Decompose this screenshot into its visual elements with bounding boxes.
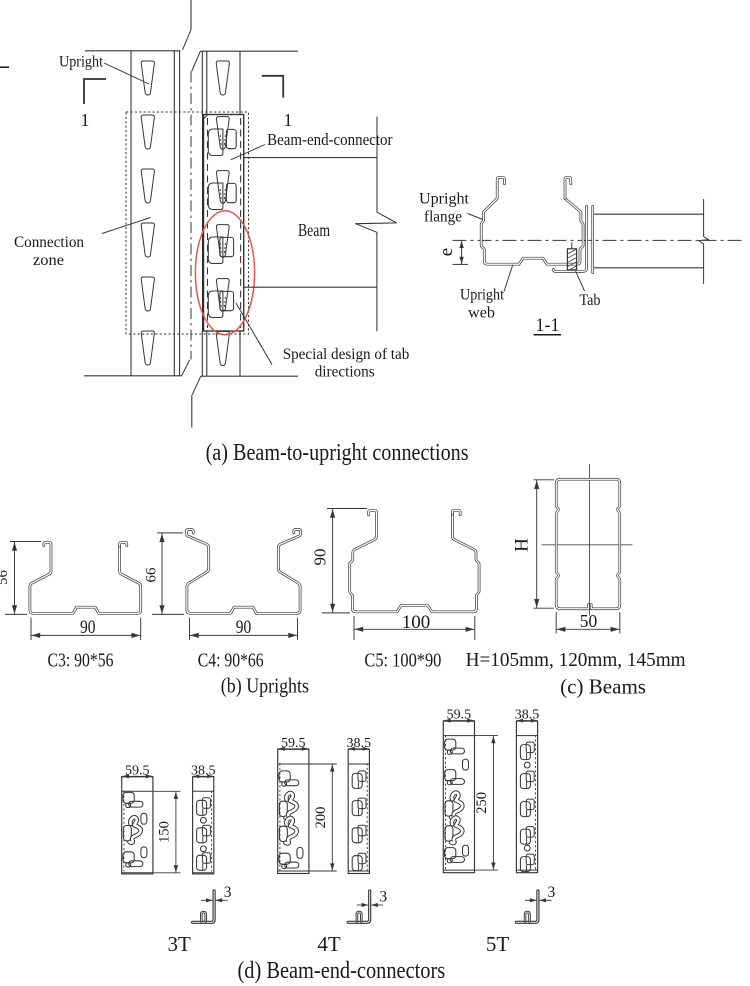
svg-text:56: 56 [0, 570, 11, 586]
svg-text:flange: flange [424, 209, 462, 226]
svg-text:200: 200 [313, 807, 329, 829]
svg-text:zone: zone [33, 252, 64, 269]
svg-text:directions: directions [315, 364, 375, 381]
svg-text:(c) Beams: (c) Beams [560, 675, 646, 699]
svg-text:C3: 90*56: C3: 90*56 [48, 651, 114, 672]
svg-text:38.5: 38.5 [191, 763, 216, 778]
svg-text:66: 66 [144, 567, 160, 583]
svg-text:3: 3 [224, 884, 232, 901]
svg-text:Connection: Connection [14, 234, 84, 251]
svg-text:Upright: Upright [460, 287, 504, 304]
svg-text:59.5: 59.5 [125, 763, 150, 778]
svg-text:59.5: 59.5 [281, 736, 306, 751]
svg-text:Upright: Upright [59, 54, 103, 71]
svg-text:50: 50 [580, 611, 598, 631]
svg-text:Special design of tab: Special design of tab [283, 346, 410, 363]
svg-text:90: 90 [236, 617, 252, 638]
svg-text:100: 100 [402, 612, 431, 633]
svg-text:Upright: Upright [419, 191, 470, 208]
svg-text:90: 90 [311, 549, 330, 566]
svg-text:38.5: 38.5 [347, 736, 372, 751]
svg-text:(a) Beam-to-upright connection: (a) Beam-to-upright connections [206, 440, 469, 466]
svg-text:250: 250 [474, 792, 490, 814]
svg-text:Beam-end-connector: Beam-end-connector [267, 130, 393, 149]
svg-text:3: 3 [548, 884, 556, 901]
svg-text:C4: 90*66: C4: 90*66 [198, 651, 264, 672]
svg-text:4T: 4T [317, 932, 341, 956]
svg-text:1: 1 [81, 110, 90, 130]
svg-text:Tab: Tab [580, 292, 601, 309]
svg-text:web: web [468, 305, 495, 322]
svg-text:H: H [512, 538, 533, 552]
svg-text:(d) Beam-end-connectors: (d) Beam-end-connectors [238, 958, 446, 984]
svg-text:e: e [436, 248, 457, 256]
svg-text:5T: 5T [486, 932, 510, 956]
svg-text:H=105mm, 120mm, 145mm: H=105mm, 120mm, 145mm [466, 649, 686, 671]
svg-text:(b) Uprights: (b) Uprights [221, 674, 309, 698]
svg-text:1-1: 1-1 [536, 316, 560, 336]
svg-text:150: 150 [156, 821, 172, 843]
svg-text:90: 90 [80, 617, 96, 638]
svg-text:Beam: Beam [298, 220, 330, 240]
svg-text:1: 1 [284, 110, 293, 130]
svg-text:59.5: 59.5 [447, 708, 472, 723]
svg-text:38.5: 38.5 [515, 708, 540, 723]
svg-text:C5: 100*90: C5: 100*90 [364, 650, 441, 671]
svg-text:3: 3 [379, 889, 387, 906]
svg-text:3T: 3T [168, 932, 192, 956]
